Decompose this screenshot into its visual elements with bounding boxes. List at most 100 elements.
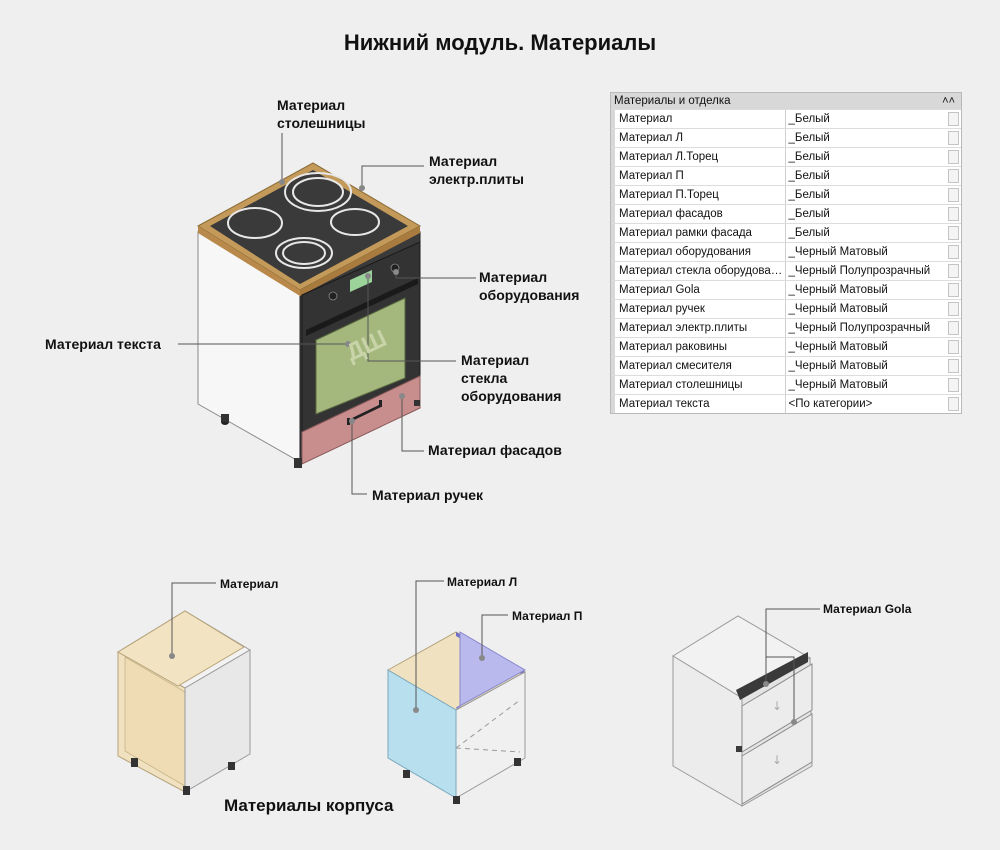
row-gutter xyxy=(611,129,615,147)
svg-text:↓: ↓ xyxy=(772,753,782,767)
browse-button[interactable] xyxy=(948,150,959,164)
property-value[interactable]: <По категории> xyxy=(788,398,873,410)
property-value[interactable]: _Белый xyxy=(788,227,830,239)
property-row[interactable]: Материал столешницы_Черный Матовый xyxy=(611,375,961,394)
property-value[interactable]: _Черный Матовый xyxy=(788,246,888,258)
burner xyxy=(227,207,283,239)
leader-dots xyxy=(279,179,405,424)
svg-text:↓: ↓ xyxy=(772,699,782,713)
oven-cabinet xyxy=(197,162,422,468)
row-gutter xyxy=(611,376,615,394)
double-chevron-up-icon[interactable]: ˄˄ xyxy=(942,95,955,107)
browse-button[interactable] xyxy=(948,188,959,202)
property-name: Материал xyxy=(615,110,786,128)
property-row[interactable]: Материал Л_Белый xyxy=(611,128,961,147)
row-gutter xyxy=(611,205,615,223)
property-row[interactable]: Материал фасадов_Белый xyxy=(611,204,961,223)
property-row[interactable]: Материал стекла оборудования_Черный Полу… xyxy=(611,261,961,280)
property-name: Материал электр.плиты xyxy=(615,319,786,337)
browse-button[interactable] xyxy=(948,359,959,373)
browse-button[interactable] xyxy=(948,378,959,392)
browse-button[interactable] xyxy=(948,302,959,316)
row-gutter xyxy=(611,319,615,337)
property-name: Материал смесителя xyxy=(615,357,786,375)
property-value[interactable]: _Белый xyxy=(788,132,830,144)
browse-button[interactable] xyxy=(948,397,959,411)
property-name: Материал стекла оборудования xyxy=(615,262,786,280)
property-row[interactable]: Материал Gola_Черный Матовый xyxy=(611,280,961,299)
property-name: Материал рамки фасада xyxy=(615,224,786,242)
body-cabinet-gola: ↓ ↓ xyxy=(672,615,813,807)
property-row[interactable]: Материал электр.плиты_Черный Полупрозрач… xyxy=(611,318,961,337)
callout-body-material: Материал xyxy=(220,577,279,591)
property-value[interactable]: _Белый xyxy=(788,170,830,182)
body-cabinet-main xyxy=(116,610,251,795)
property-value[interactable]: _Черный Полупрозрачный xyxy=(788,265,931,277)
body-cabinet-sides xyxy=(386,631,527,804)
cooktop xyxy=(210,170,408,284)
property-value[interactable]: _Белый xyxy=(788,189,830,201)
property-value[interactable]: _Черный Матовый xyxy=(788,379,888,391)
browse-button[interactable] xyxy=(948,283,959,297)
callout-facades: Материал фасадов xyxy=(428,442,562,458)
leader-lines xyxy=(178,133,476,495)
row-gutter xyxy=(611,395,615,413)
properties-header[interactable]: Материалы и отделка ˄˄ xyxy=(611,93,961,109)
property-row[interactable]: Материал_Белый xyxy=(611,109,961,128)
row-gutter xyxy=(611,262,615,280)
property-value[interactable]: _Черный Полупрозрачный xyxy=(788,322,931,334)
burner xyxy=(284,172,352,212)
row-gutter xyxy=(611,243,615,261)
row-gutter xyxy=(611,338,615,356)
property-row[interactable]: Материал текста<По категории> xyxy=(611,394,961,413)
row-gutter xyxy=(611,186,615,204)
callout-handles: Материал ручек xyxy=(372,487,484,503)
property-value[interactable]: _Белый xyxy=(788,113,830,125)
property-value[interactable]: _Черный Матовый xyxy=(788,341,888,353)
property-name: Материал раковины xyxy=(615,338,786,356)
row-gutter xyxy=(611,224,615,242)
property-name: Материал Gola xyxy=(615,281,786,299)
row-gutter xyxy=(611,167,615,185)
properties-header-label: Материалы и отделка xyxy=(614,95,731,107)
browse-button[interactable] xyxy=(948,169,959,183)
property-row[interactable]: Материал Л.Торец_Белый xyxy=(611,147,961,166)
property-value[interactable]: _Белый xyxy=(788,151,830,163)
callout-gola: Материал Gola xyxy=(823,602,912,616)
property-row[interactable]: Материал раковины_Черный Матовый xyxy=(611,337,961,356)
browse-button[interactable] xyxy=(948,245,959,259)
browse-button[interactable] xyxy=(948,207,959,221)
row-gutter xyxy=(611,281,615,299)
property-name: Материал П xyxy=(615,167,786,185)
property-name: Материал текста xyxy=(615,395,786,413)
browse-button[interactable] xyxy=(948,321,959,335)
property-row[interactable]: Материал оборудования_Черный Матовый xyxy=(611,242,961,261)
property-value[interactable]: _Белый xyxy=(788,208,830,220)
callout-body-right: Материал П xyxy=(512,609,583,623)
browse-button[interactable] xyxy=(948,226,959,240)
burner xyxy=(275,237,333,269)
row-gutter xyxy=(611,148,615,166)
browse-button[interactable] xyxy=(948,340,959,354)
oven-glass xyxy=(315,297,406,415)
property-row[interactable]: Материал смесителя_Черный Матовый xyxy=(611,356,961,375)
browse-button[interactable] xyxy=(948,131,959,145)
property-value[interactable]: _Черный Матовый xyxy=(788,303,888,315)
property-row[interactable]: Материал рамки фасада_Белый xyxy=(611,223,961,242)
property-value[interactable]: _Черный Матовый xyxy=(788,284,888,296)
property-row[interactable]: Материал П.Торец_Белый xyxy=(611,185,961,204)
burner xyxy=(330,208,380,236)
property-name: Материал ручек xyxy=(615,300,786,318)
property-row[interactable]: Материал ручек_Черный Матовый xyxy=(611,299,961,318)
browse-button[interactable] xyxy=(948,264,959,278)
callout-text: Материал текста xyxy=(45,336,161,352)
property-value[interactable]: _Черный Матовый xyxy=(788,360,888,372)
row-gutter xyxy=(611,357,615,375)
browse-button[interactable] xyxy=(948,112,959,126)
property-row[interactable]: Материал П_Белый xyxy=(611,166,961,185)
